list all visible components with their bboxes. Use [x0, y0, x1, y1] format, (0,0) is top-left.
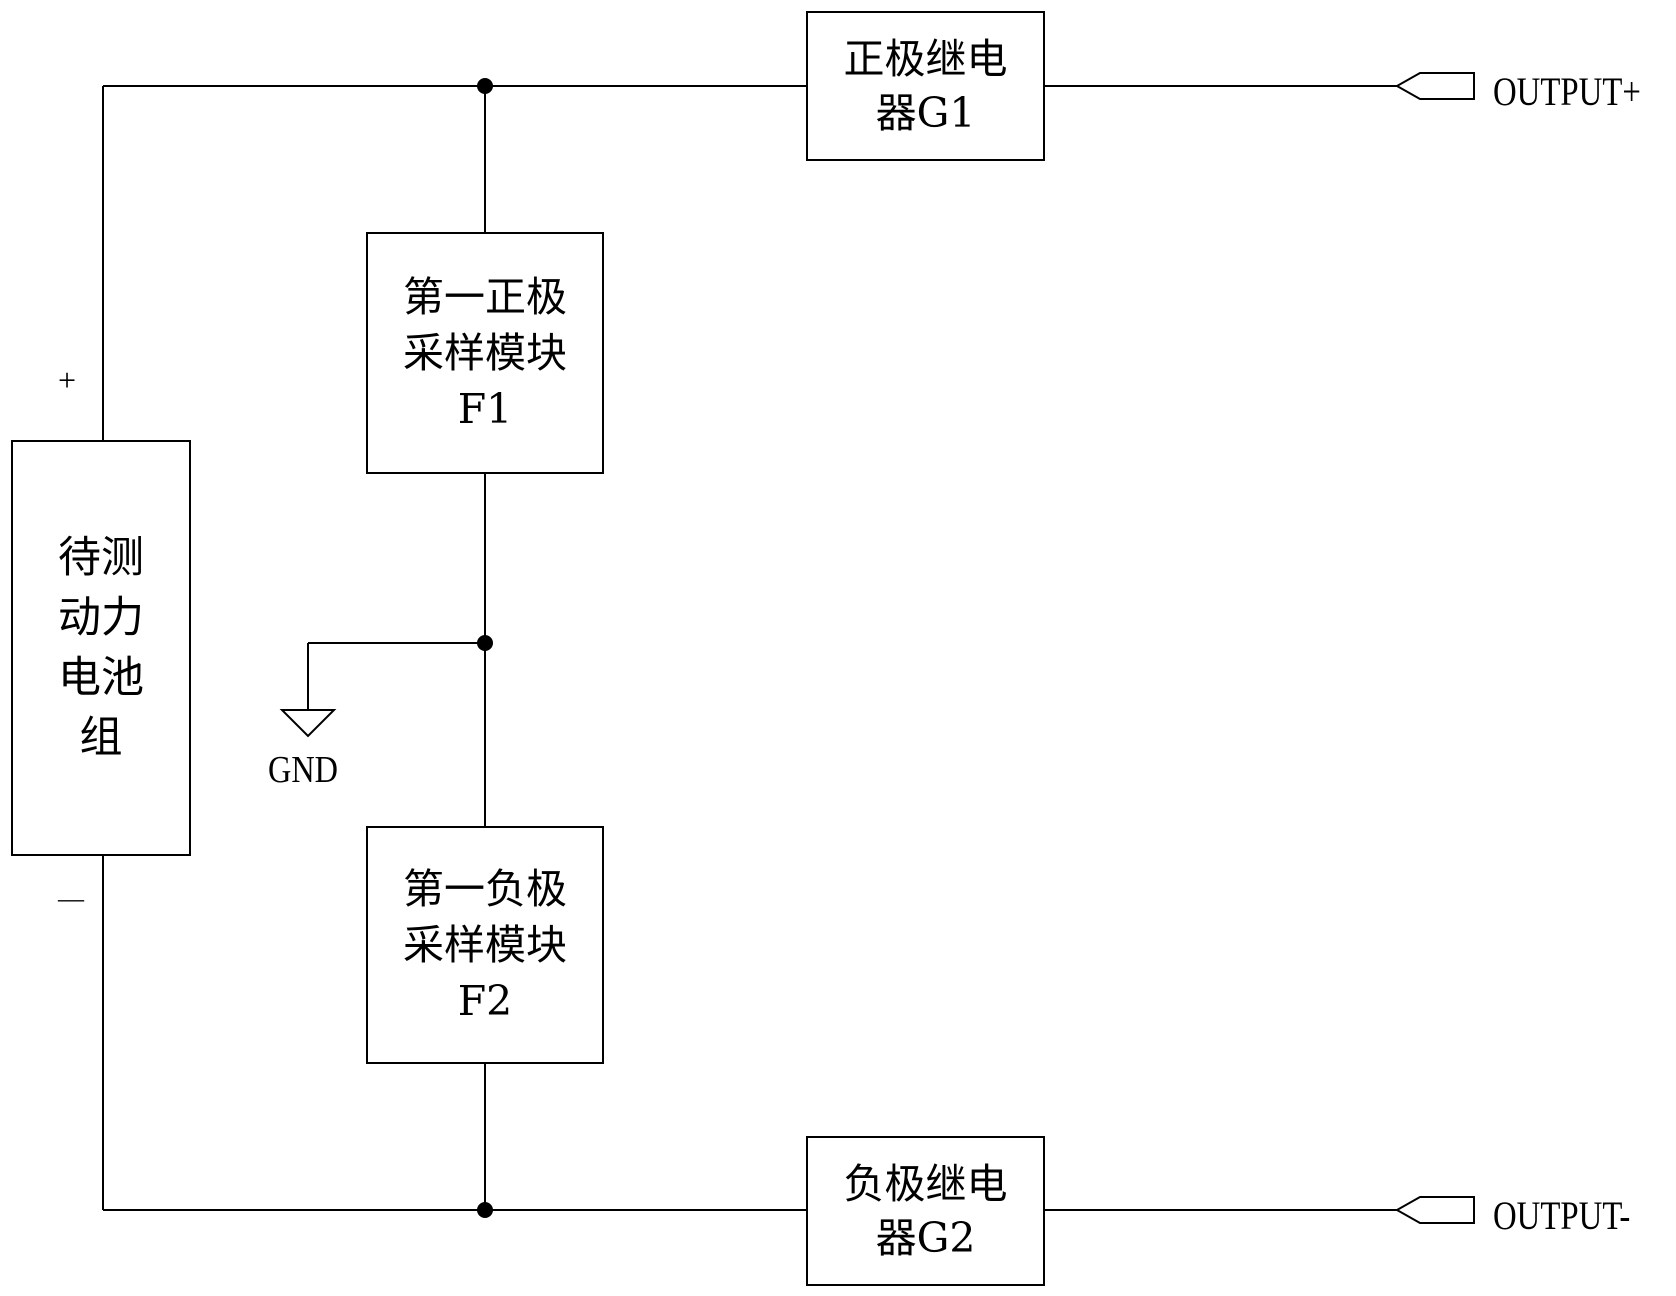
- g2-label-line-2: 器G2: [875, 1214, 976, 1262]
- g1-box: [806, 11, 1045, 161]
- ground-icon: [279, 709, 337, 738]
- g1-label-line-1: 正极继电: [843, 35, 1008, 83]
- battery-label-line-1: 待测: [58, 533, 144, 583]
- output-minus-connector-icon: [1394, 1196, 1475, 1224]
- f2-box: [366, 826, 604, 1064]
- f2-label-line-1: 第一负极: [403, 865, 567, 913]
- f1-label-line-3: F1: [457, 385, 513, 433]
- output-minus-label: OUTPUT-: [1493, 1193, 1631, 1238]
- f1-box: [366, 232, 604, 474]
- g1-label: 正极继电 器G1: [807, 12, 1044, 160]
- g2-label: 负极继电 器G2: [807, 1137, 1044, 1285]
- f2-label-line-3: F2: [457, 977, 513, 1025]
- f1-label-line-1: 第一正极: [403, 273, 567, 321]
- g2-box: [806, 1136, 1045, 1286]
- battery-label-line-4: 组: [79, 713, 123, 763]
- f2-label-line-2: 采样模块: [403, 921, 567, 969]
- f1-label: 第一正极 采样模块 F1: [367, 233, 603, 473]
- battery-plus-sign: +: [58, 362, 77, 398]
- f1-label-line-2: 采样模块: [403, 329, 567, 377]
- junction-node-top: [477, 78, 493, 94]
- output-plus-label: OUTPUT+: [1493, 69, 1641, 114]
- g1-label-line-2: 器G1: [875, 89, 976, 137]
- battery-box: [11, 440, 191, 856]
- junction-node-bottom: [477, 1202, 493, 1218]
- battery-label-line-3: 电池: [58, 653, 144, 703]
- output-plus-connector-icon: [1394, 72, 1475, 100]
- g2-label-line-1: 负极继电: [843, 1160, 1008, 1208]
- f2-label: 第一负极 采样模块 F2: [367, 827, 603, 1063]
- gnd-label: GND: [268, 749, 338, 791]
- junction-node-mid: [477, 635, 493, 651]
- battery-minus-sign: —: [58, 884, 84, 913]
- battery-label-line-2: 动力: [58, 593, 144, 643]
- battery-label: 待测 动力 电池 组: [12, 441, 190, 855]
